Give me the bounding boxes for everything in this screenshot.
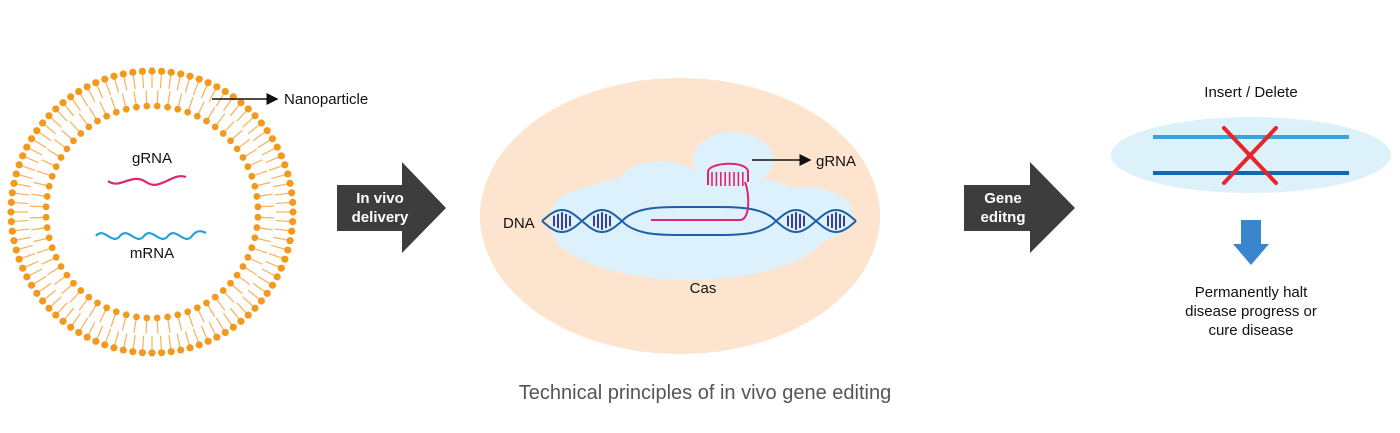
result-line-1: Permanently halt: [1195, 284, 1308, 301]
result-line-2: disease progress or: [1185, 303, 1317, 320]
cas-protein: [550, 132, 853, 280]
grna-label: gRNA: [132, 150, 172, 167]
cell-grna-label: gRNA: [816, 153, 856, 170]
result-line-3: cure disease: [1208, 322, 1293, 339]
down-arrow-icon: [1233, 220, 1269, 265]
arrow-shape: [337, 162, 446, 253]
mrna-label: mRNA: [130, 245, 174, 262]
gene-editing-arrow: Gene editng: [964, 162, 1075, 253]
cell: DNA gRNA Cas: [480, 78, 880, 354]
dna-label: DNA: [503, 215, 535, 232]
cas-label: Cas: [690, 280, 717, 297]
dna-helix: [541, 206, 857, 236]
arrow-label-line2: delivery: [352, 209, 409, 226]
diagram-caption: Technical principles of in vivo gene edi…: [519, 382, 891, 404]
lipid-heads: [7, 67, 297, 357]
mrna-strand: [95, 230, 207, 240]
nanoparticle: gRNA mRNA: [7, 67, 297, 357]
grna-in-cas: [651, 162, 750, 221]
arrow-label-line1: Gene: [984, 190, 1022, 207]
outcome: Insert / Delete Permanently halt disease…: [1111, 84, 1391, 339]
nanoparticle-core: [27, 87, 277, 337]
arrow-label-line2: editng: [981, 209, 1026, 226]
nanoparticle-label: Nanoparticle: [284, 91, 368, 108]
in-vivo-delivery-arrow: In vivo delivery: [337, 162, 446, 253]
cross-icon: [1222, 126, 1278, 185]
lipid-tails: [14, 74, 290, 350]
insert-delete-label: Insert / Delete: [1204, 84, 1297, 101]
arrow-label-line1: In vivo: [356, 190, 404, 207]
arrow-shape: [964, 162, 1075, 253]
grna-strand: [107, 175, 187, 186]
